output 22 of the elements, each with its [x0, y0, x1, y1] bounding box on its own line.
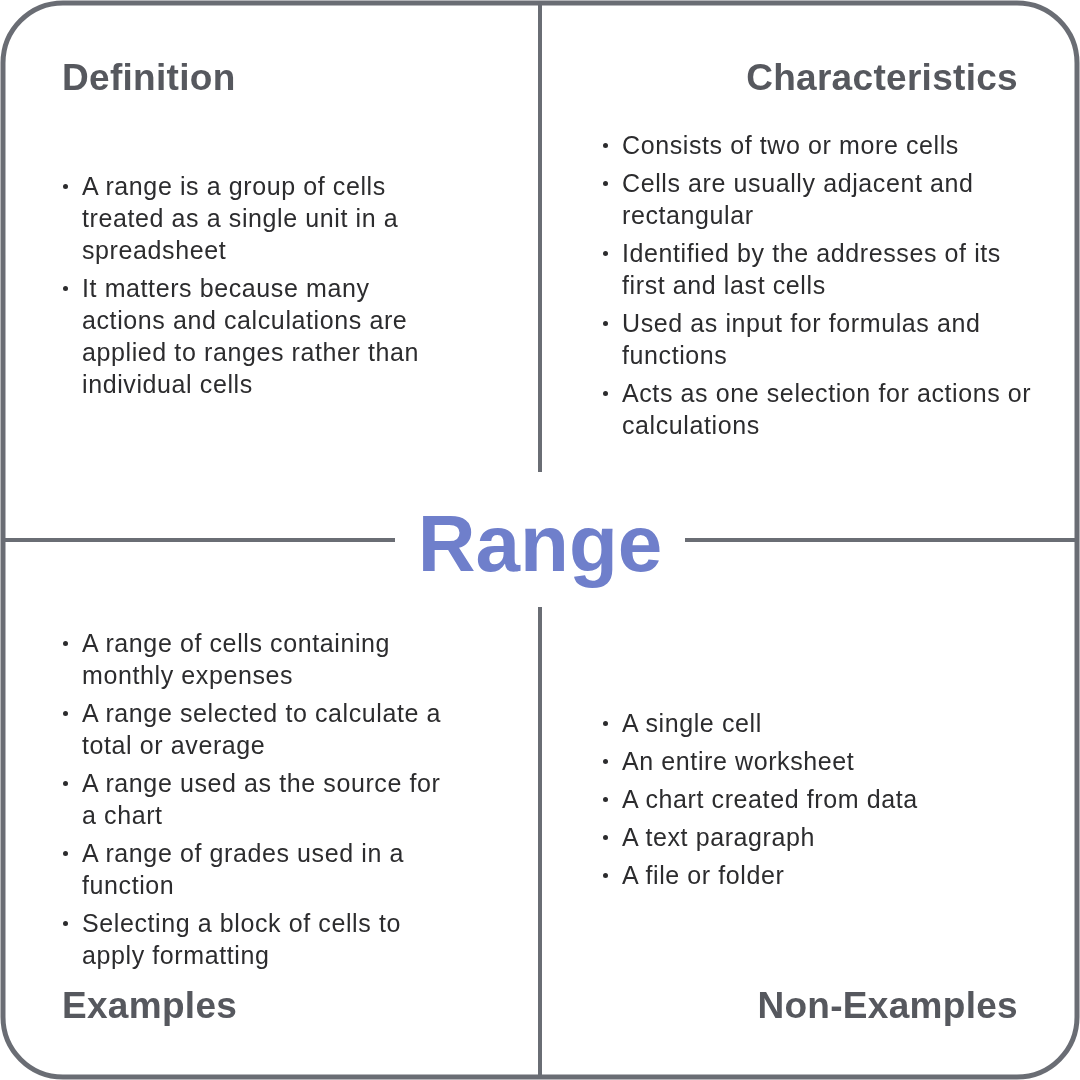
list-item-text: A text paragraph: [622, 822, 816, 853]
list-item-text: A chart created from data: [622, 784, 918, 815]
quadrant-heading: Characteristics: [746, 56, 1018, 100]
list-item-text: An entire worksheet: [622, 746, 855, 777]
quadrant-heading: Non-Examples: [757, 984, 1018, 1028]
list-item-text: Used as input for formulas and functions: [622, 308, 982, 371]
quadrant-heading: Examples: [62, 984, 238, 1028]
list-item-text: A range selected to calculate a total or average: [82, 698, 443, 761]
list-item-text: Acts as one selection for actions or calculations: [622, 378, 1033, 441]
list-item-text: Selecting a block of cells to apply formatting: [82, 908, 402, 971]
list-item-text: A single cell: [622, 708, 762, 739]
list-item-text: A range is a group of cells treated as a single unit in a spreadsheet: [82, 171, 400, 266]
list-item-text: A file or folder: [622, 860, 785, 891]
list-item-text: A range used as the source for a chart: [82, 768, 442, 831]
list-item-text: Cells are usually adjacent and rectangular: [622, 168, 975, 231]
list-item-text: It matters because many actions and calculations are applied to ranges rather than individual cells: [82, 273, 421, 400]
list-item-text: Identified by the addresses of its first and last cells: [622, 238, 1002, 301]
list-item-text: Consists of two or more cells: [622, 130, 959, 161]
list-item-text: A range of cells containing monthly expenses: [82, 628, 392, 691]
quadrant-heading: Definition: [62, 56, 236, 100]
list-item-text: A range of grades used in a function: [82, 838, 405, 901]
concept-title: Range: [417, 500, 663, 588]
